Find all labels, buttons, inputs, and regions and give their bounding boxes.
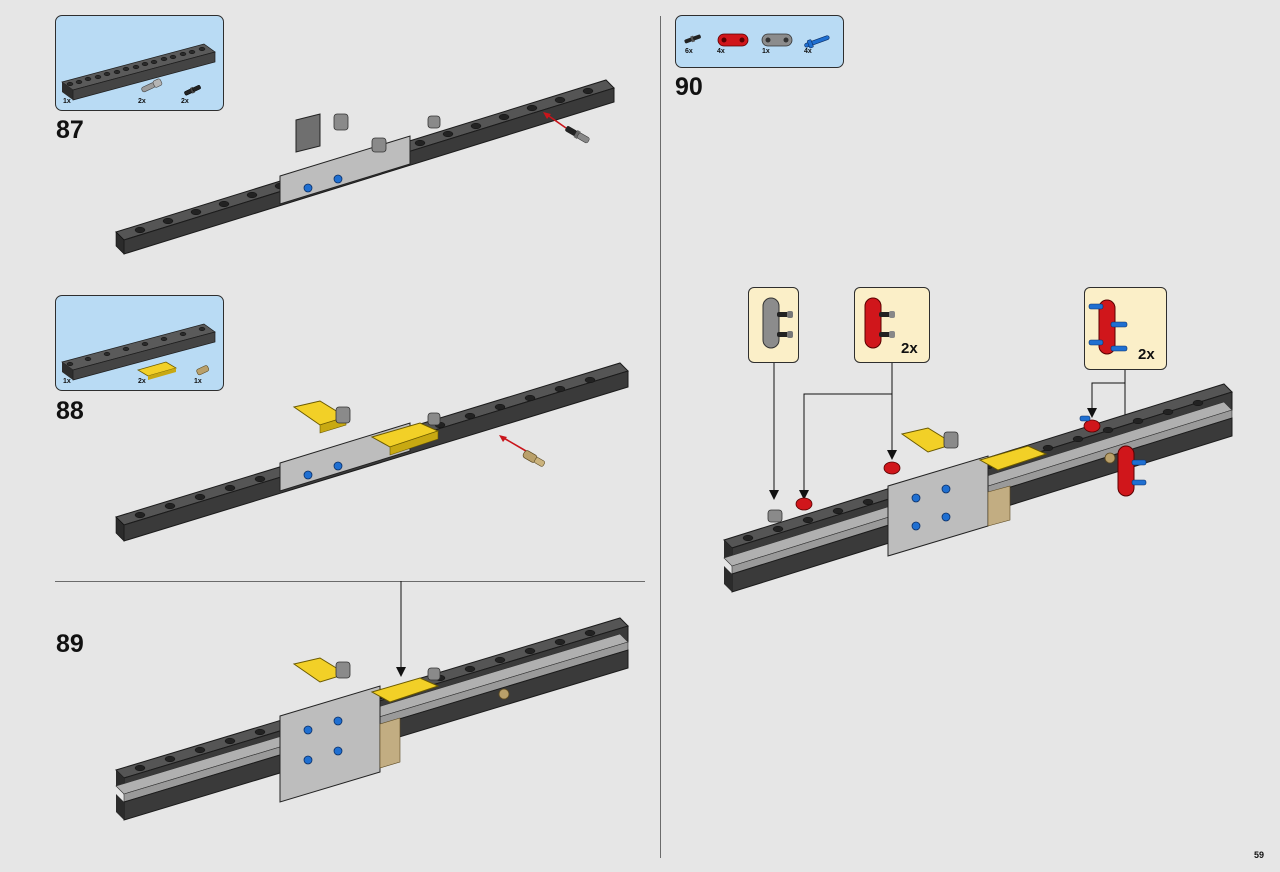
grey-connector-icon [762, 297, 793, 349]
part-qty: 1x [762, 48, 770, 55]
parts-illustration-88 [61, 323, 216, 381]
part-qty: 1x [194, 378, 202, 385]
page-number: 59 [1253, 850, 1264, 860]
build-illustration-88 [115, 362, 629, 542]
part-qty: 1x [63, 378, 71, 385]
assembly-arrow-89 [396, 581, 406, 677]
parts-box-step-87: 1x 2x 2x [55, 15, 224, 111]
step-number: 89 [56, 630, 84, 658]
callout-qty: 2x [1138, 346, 1155, 363]
step-number: 88 [56, 397, 84, 425]
vertical-divider [660, 16, 661, 858]
horizontal-divider [55, 581, 645, 582]
red-blue-connector-icon [1088, 299, 1128, 355]
parts-illustration-87 [61, 43, 216, 101]
callout-red-connector: 2x [854, 287, 930, 363]
red-connector-icon [864, 297, 895, 349]
part-qty: 6x [685, 48, 693, 55]
part-qty: 2x [138, 378, 146, 385]
step-number: 90 [675, 73, 703, 101]
part-qty: 1x [63, 98, 71, 105]
part-qty: 4x [717, 48, 725, 55]
part-qty: 2x [138, 98, 146, 105]
callout-qty: 2x [901, 340, 918, 357]
callout-red-blue-connector: 2x [1084, 287, 1167, 370]
parts-illustration-90 [684, 33, 830, 49]
part-qty: 4x [804, 48, 812, 55]
parts-box-step-90: 6x 4x 1x 4x [675, 15, 844, 68]
parts-box-step-88: 1x 2x 1x [55, 295, 224, 391]
part-qty: 2x [181, 98, 189, 105]
step-number: 87 [56, 116, 84, 144]
callout-grey-connector [748, 287, 799, 363]
build-illustration-87 [115, 79, 615, 255]
build-illustration-90 [723, 383, 1233, 593]
build-illustration-89 [115, 617, 629, 821]
